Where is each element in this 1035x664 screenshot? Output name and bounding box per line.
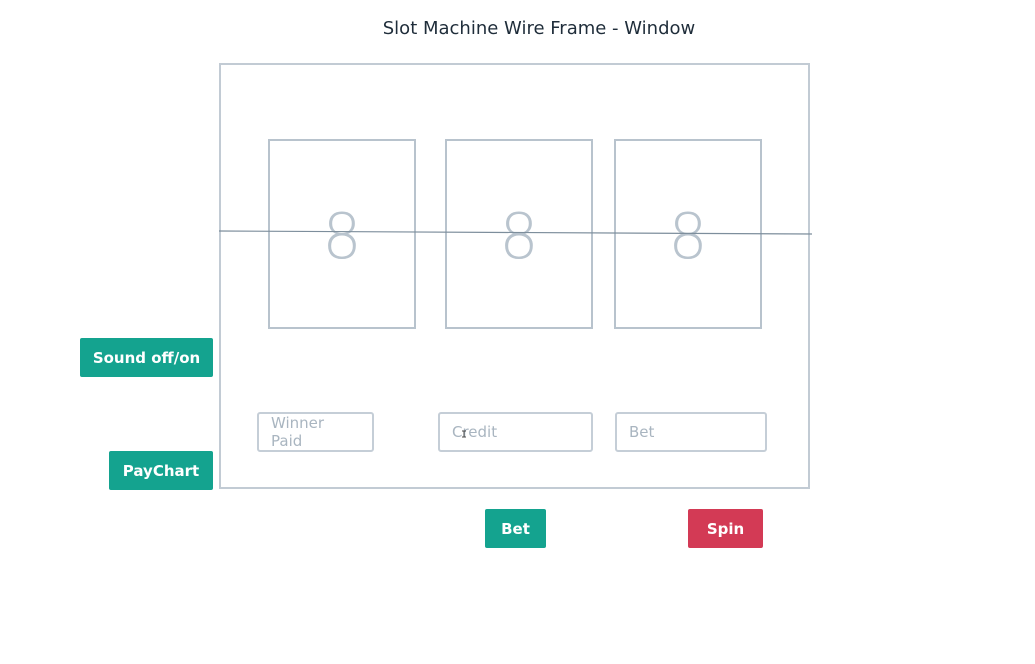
payline [218,230,813,235]
bet-field[interactable]: Bet [615,412,767,452]
window-title: Slot Machine Wire Frame - Window [382,18,696,39]
spin-button[interactable]: Spin [688,509,763,548]
text-cursor-icon [462,430,466,438]
reel-3: 8 [614,139,762,329]
reel-2: 8 [445,139,593,329]
reel-2-value: 8 [499,200,539,273]
sound-toggle-button[interactable]: Sound off/on [80,338,213,377]
reel-1: 8 [268,139,416,329]
reel-1-value: 8 [322,200,362,273]
reel-3-value: 8 [668,200,708,273]
bet-button[interactable]: Bet [485,509,546,548]
paychart-button[interactable]: PayChart [109,451,213,490]
slot-machine-frame [219,63,810,489]
winner-paid-field[interactable]: Winner Paid [257,412,374,452]
